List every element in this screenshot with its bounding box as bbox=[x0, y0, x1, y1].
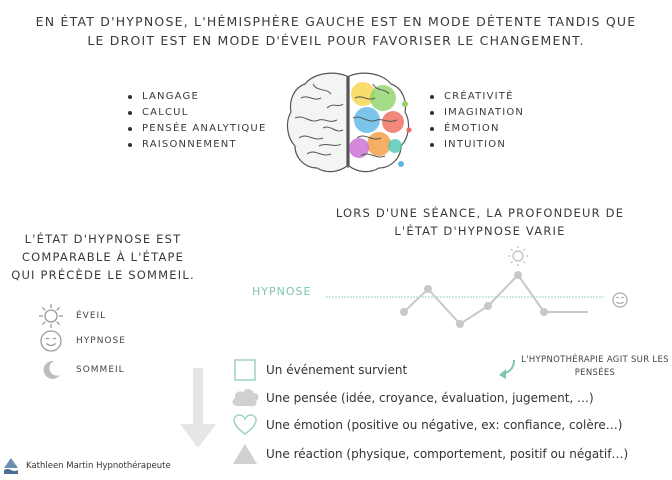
smiley-icon bbox=[612, 292, 628, 308]
step-text: Une émotion (positive ou négative, ex: c… bbox=[266, 418, 623, 432]
legend-label: Sommeil bbox=[76, 365, 125, 375]
down-arrow-icon bbox=[180, 368, 216, 448]
legend-item-hypnose: Hypnose bbox=[36, 327, 126, 355]
sun-icon bbox=[508, 246, 528, 266]
step-emotion: Une émotion (positive ou négative, ex: c… bbox=[230, 411, 622, 439]
triangle-icon bbox=[230, 441, 260, 467]
step-text: Une pensée (idée, croyance, évaluation, … bbox=[266, 391, 594, 405]
depth-point bbox=[484, 302, 492, 310]
sun-icon bbox=[36, 302, 66, 330]
footer-text: Kathleen Martin Hypnothérapeute bbox=[26, 461, 171, 471]
step-pensee: Une pensée (idée, croyance, évaluation, … bbox=[230, 384, 594, 412]
brain-illustration bbox=[286, 72, 412, 173]
hypnose-line-label: Hypnose bbox=[252, 285, 312, 298]
moon-icon bbox=[36, 356, 66, 384]
step-text: Un événement survient bbox=[266, 363, 408, 377]
left-hemisphere-list: Langage Calcul Pensée analytique Raisonn… bbox=[128, 89, 266, 153]
list-item: Créativité bbox=[430, 89, 524, 105]
depth-point bbox=[424, 285, 432, 293]
hypnotherapy-note: L'hypnothérapie agit sur les pensées bbox=[521, 355, 669, 378]
curved-arrow-icon bbox=[499, 359, 515, 379]
page-title: En état d'hypnose, l'hémisphère gauche e… bbox=[35, 14, 637, 48]
heart-icon bbox=[230, 412, 260, 438]
legend-label: Hypnose bbox=[76, 336, 126, 346]
list-item: Calcul bbox=[128, 105, 266, 121]
list-item: Raisonnement bbox=[128, 137, 266, 153]
square-icon bbox=[230, 357, 260, 383]
step-reaction: Une réaction (physique, comportement, po… bbox=[230, 440, 628, 468]
depth-line bbox=[403, 273, 588, 326]
smiley-icon bbox=[36, 327, 66, 355]
depth-point bbox=[514, 271, 522, 279]
list-item: Émotion bbox=[430, 121, 524, 137]
list-item: Imagination bbox=[430, 105, 524, 121]
step-text: Une réaction (physique, comportement, po… bbox=[266, 447, 629, 461]
cloud-icon bbox=[230, 385, 260, 411]
right-hemisphere-list: Créativité Imagination Émotion Intuition bbox=[430, 89, 524, 153]
depth-point bbox=[456, 320, 464, 328]
depth-diagram bbox=[326, 246, 628, 328]
list-item: Pensée analytique bbox=[128, 121, 266, 137]
step-evenement: Un événement survient bbox=[230, 356, 407, 384]
legend-item-eveil: Éveil bbox=[36, 302, 106, 330]
list-item: Intuition bbox=[430, 137, 524, 153]
legend-label: Éveil bbox=[76, 311, 107, 321]
legend-item-sommeil: Sommeil bbox=[36, 356, 125, 384]
depth-text: Lors d'une séance, la profondeur de l'ét… bbox=[335, 206, 625, 238]
logo-icon bbox=[4, 458, 18, 474]
hypnosis-state-text: L'état d'hypnose est comparable à l'étap… bbox=[11, 232, 195, 282]
depth-point bbox=[540, 308, 548, 316]
depth-point bbox=[400, 308, 408, 316]
footer: Kathleen Martin Hypnothérapeute bbox=[4, 458, 171, 474]
list-item: Langage bbox=[128, 89, 266, 105]
